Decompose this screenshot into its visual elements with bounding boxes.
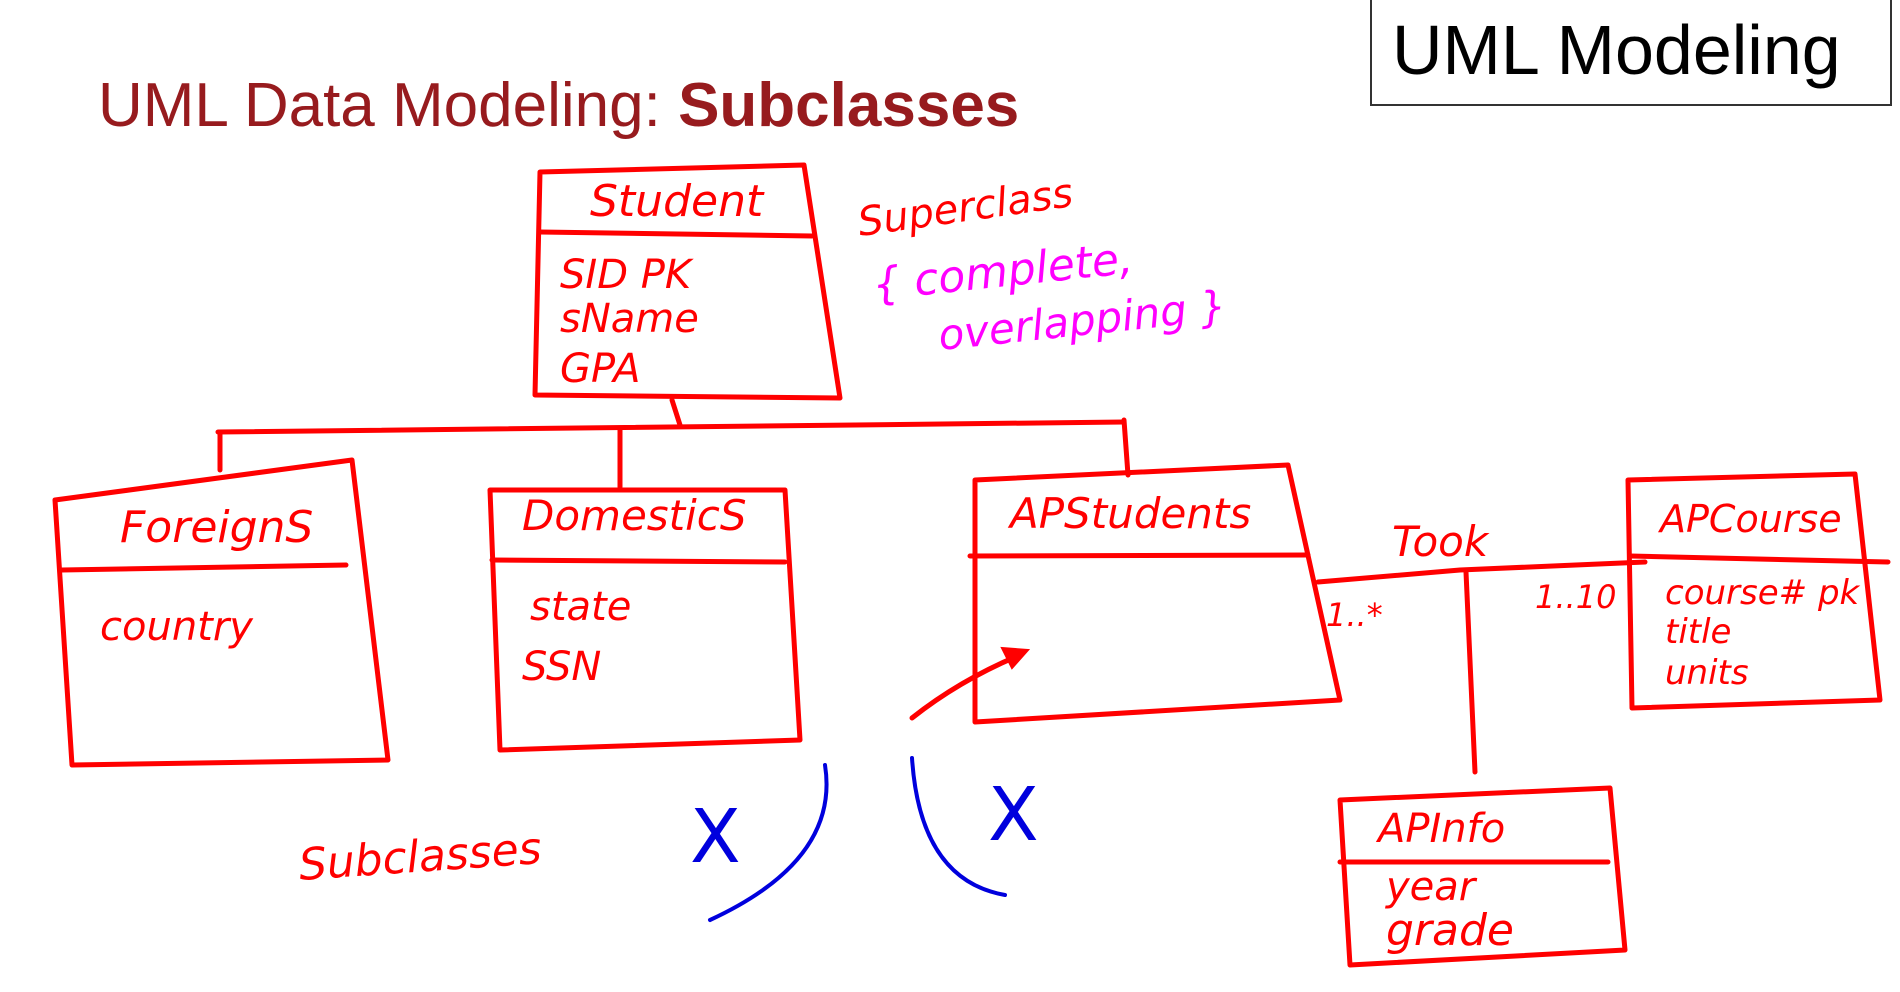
class-student-divider <box>537 229 815 239</box>
class-foreigns-border <box>52 457 391 768</box>
class-apinfo: APInfo year grade <box>1337 785 1628 968</box>
cross-mark-left: X <box>690 794 741 880</box>
cross-mark-right: X <box>988 772 1039 858</box>
class-apinfo-attr: grade <box>1386 905 1514 956</box>
class-domestics-attr: state <box>530 584 631 630</box>
class-domestics-name: DomesticS <box>522 491 747 540</box>
blue-annotations: X X <box>690 756 1039 922</box>
topic-badge: UML Modeling <box>1370 0 1892 106</box>
tree-stem <box>669 397 683 428</box>
class-apinfo-border <box>1337 785 1628 968</box>
generalization-tree <box>215 397 1131 490</box>
blue-arc-right <box>910 756 1007 897</box>
association-name: Took <box>1392 517 1490 566</box>
class-student-attr: GPA <box>560 346 641 392</box>
class-domestics-border <box>487 487 803 753</box>
class-apcourse-name: APCourse <box>1657 497 1842 541</box>
class-apstudents-border <box>972 462 1343 725</box>
class-apinfo-attr: year <box>1385 864 1478 910</box>
class-foreigns-attr: country <box>100 604 254 650</box>
class-student-border <box>532 162 843 401</box>
superclass-note: Superclass <box>855 170 1076 246</box>
subclasses-label: Subclasses <box>297 823 543 891</box>
class-apinfo-name: APInfo <box>1375 806 1505 852</box>
class-foreigns-name: ForeignS <box>120 502 313 553</box>
page-title-prefix: UML Data Modeling: <box>98 71 679 140</box>
class-apstudents-name: APStudents <box>1007 489 1251 538</box>
class-student-attr: sName <box>560 296 699 342</box>
class-apcourse-attr: units <box>1665 653 1749 693</box>
class-apstudents: APStudents <box>967 462 1343 725</box>
tree-branch-ap <box>1121 417 1131 478</box>
class-apcourse-attr: course# pk <box>1665 573 1861 613</box>
topic-badge-label: UML Modeling <box>1392 11 1841 89</box>
blue-arc-left <box>708 763 829 922</box>
page-title: UML Data Modeling: Subclasses <box>98 70 1019 141</box>
arrow-to-apstudents <box>909 646 1031 721</box>
association-took: Took 1..* 1..10 <box>1315 517 1648 775</box>
right-multiplicity: 1..10 <box>1535 578 1616 616</box>
association-class-link <box>1463 569 1478 775</box>
class-domestics: DomesticS state SSN <box>487 487 803 753</box>
class-domestics-divider <box>489 557 788 565</box>
class-apcourse-border <box>1625 471 1883 711</box>
class-apcourse-divider <box>1627 553 1891 565</box>
class-student-attr: SID PK <box>560 252 694 298</box>
arrow-head <box>1000 646 1031 670</box>
class-foreigns-divider <box>59 562 349 573</box>
left-multiplicity: 1..* <box>1326 596 1383 634</box>
page-title-bold: Subclasses <box>678 71 1020 140</box>
class-foreigns: ForeignS country <box>52 457 391 768</box>
class-apcourse: APCourse course# pk title units <box>1625 471 1891 711</box>
class-apstudents-divider <box>967 552 1311 559</box>
association-line <box>1315 559 1648 585</box>
class-domestics-attr: SSN <box>522 644 601 690</box>
class-student-name: Student <box>590 176 765 227</box>
tree-bar <box>215 419 1127 435</box>
class-apcourse-attr: title <box>1665 612 1731 652</box>
class-student: Student SID PK sName GPA <box>532 162 843 401</box>
arrow-shaft <box>909 652 1023 721</box>
